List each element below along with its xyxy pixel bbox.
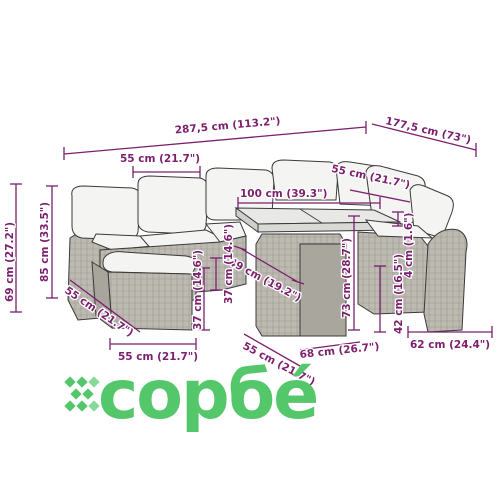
brand-logo-text: copбé [98, 356, 317, 435]
armrest-width-label: 62 cm (24.4") [410, 339, 490, 351]
back-cushion-7 [409, 184, 454, 239]
back-cushion-1 [71, 185, 141, 241]
table-length-label: 100 cm (39.3") [240, 188, 327, 200]
ottoman-width-label: 55 cm (21.7") [118, 351, 198, 363]
seat-thickness-label: 42 cm (16.5") [393, 254, 405, 334]
tabletop-thickness-label: 4 cm (1.6") [403, 213, 415, 278]
back-height-label: 69 cm (27.2") [4, 222, 16, 302]
back-cushion-2 [137, 175, 209, 235]
dimension-lines [10, 121, 493, 367]
right-armrest [423, 228, 468, 333]
module-width-top-label: 55 cm (21.7") [120, 153, 200, 165]
ottoman-height-label: 37 cm (14.6") [192, 250, 204, 330]
ottoman-cushion [102, 251, 197, 275]
back-cushion-6 [365, 165, 426, 225]
table-height-label: 73 cm (28.7") [341, 238, 353, 318]
total-width-label: 287,5 cm (113.2") [174, 115, 281, 136]
right-seat-cushion [364, 219, 434, 239]
brand-logo: copбé [64, 356, 319, 435]
woven-rattan-icon [64, 376, 100, 412]
sofa-set [67, 159, 468, 337]
table-base-shade [299, 243, 347, 337]
overall-height-label: 85 cm (33.5") [39, 202, 51, 282]
seat-height-mid-label: 37 cm (14.6") [223, 224, 235, 304]
